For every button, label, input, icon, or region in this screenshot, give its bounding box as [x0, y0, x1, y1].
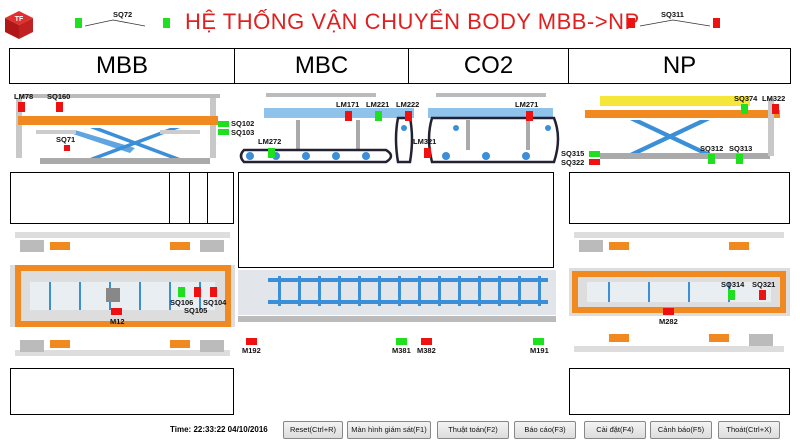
label-lm321: LM321	[413, 137, 437, 146]
mbb-rail-top	[10, 228, 235, 256]
sensor-label-sq311: SQ311	[661, 10, 684, 19]
time-display: Time: 22:33:22 04/10/2016	[170, 425, 268, 434]
sensor-sq72-left	[75, 18, 82, 28]
sensor-sq311-left	[628, 18, 635, 28]
mbb-panel-divider-1	[169, 173, 170, 223]
label-sq313: SQ313	[729, 144, 753, 153]
motor-m191-indicator	[533, 338, 544, 345]
label-lm78: LM78	[14, 92, 34, 101]
company-logo: TF	[4, 10, 34, 40]
np-rail-top	[569, 228, 790, 256]
section-header-mbb[interactable]: MBB	[9, 48, 235, 84]
mbc-info-panel	[238, 172, 554, 268]
sensor-lm321	[424, 148, 431, 158]
motor-m282-indicator	[663, 308, 674, 315]
label-m12: M12	[110, 317, 125, 326]
exit-button[interactable]: Thoát(Ctrl+X)	[718, 421, 780, 439]
label-sq160: SQ160	[47, 92, 71, 101]
label-m192: M192	[242, 346, 261, 355]
label-sq322: SQ322	[561, 158, 585, 167]
motor-m12-indicator	[111, 308, 122, 315]
algorithm-button[interactable]: Thuật toán(F2)	[437, 421, 509, 439]
mbb-info-panel-bottom	[10, 368, 234, 415]
app-title: HỆ THỐNG VẬN CHUYỂN BODY MBB->NP	[185, 9, 640, 34]
time-value: 22:33:22 04/10/2016	[193, 425, 268, 434]
label-lm272: LM272	[258, 137, 282, 146]
sensor-sq160	[56, 102, 63, 112]
time-label: Time:	[170, 425, 192, 434]
label-sq105: SQ105	[184, 306, 208, 315]
sensor-sq103	[218, 129, 229, 135]
section-header-co2[interactable]: CO2	[408, 48, 569, 84]
label-sq374: SQ374	[734, 94, 758, 103]
sensor-sq72-right	[163, 18, 170, 28]
label-sq103: SQ103	[231, 128, 255, 137]
np-rail-bottom	[569, 330, 790, 364]
motor-m382-indicator	[421, 338, 432, 345]
sensor-line-sq311	[639, 15, 711, 27]
sensor-sq374	[741, 104, 748, 114]
sensor-sq322	[589, 159, 600, 165]
label-lm271: LM271	[515, 100, 539, 109]
sensor-lm222	[405, 111, 412, 121]
mbb-panel-divider-2	[189, 173, 190, 223]
mbb-info-panel-top	[10, 172, 234, 224]
mbc-co2-conveyor	[236, 88, 568, 170]
motor-m192-indicator	[246, 338, 257, 345]
sensor-lm78	[18, 102, 25, 112]
section-header-np[interactable]: NP	[568, 48, 791, 84]
mbb-rail-bottom	[10, 336, 235, 366]
label-m191: M191	[530, 346, 549, 355]
label-lm221: LM221	[366, 100, 390, 109]
sensor-lm221	[375, 111, 382, 121]
label-m282: M282	[659, 317, 678, 326]
label-sq106: SQ106	[170, 298, 194, 307]
label-sq102: SQ102	[231, 119, 255, 128]
label-m382: M382	[417, 346, 436, 355]
sensor-sq106	[178, 287, 185, 297]
sensor-sq311-right	[713, 18, 720, 28]
sensor-sq314	[728, 290, 735, 300]
np-info-panel-bottom	[569, 368, 790, 415]
settings-button[interactable]: Cài đặt(F4)	[584, 421, 646, 439]
sensor-line-sq72	[84, 15, 146, 27]
mbb-panel-divider-3	[207, 173, 208, 223]
label-sq314: SQ314	[721, 280, 745, 289]
sensor-lm171	[345, 111, 352, 121]
label-lm222: LM222	[396, 100, 420, 109]
label-lm171: LM171	[336, 100, 360, 109]
np-lift-station	[580, 88, 790, 168]
sensor-sq315	[589, 151, 600, 157]
sensor-sq105	[194, 287, 201, 297]
label-sq71: SQ71	[56, 135, 76, 144]
label-sq321: SQ321	[752, 280, 776, 289]
mbb-lift-station	[10, 88, 235, 168]
sensor-label-sq72: SQ72	[113, 10, 133, 19]
sensor-sq104	[210, 287, 217, 297]
alarm-button[interactable]: Cảnh báo(F5)	[650, 421, 712, 439]
sensor-lm271	[526, 111, 533, 121]
sensor-lm272	[268, 148, 275, 158]
np-info-panel-top	[569, 172, 790, 224]
reset-button[interactable]: Reset(Ctrl+R)	[283, 421, 343, 439]
motor-m381-indicator	[396, 338, 407, 345]
np-conveyor-plan	[569, 268, 790, 316]
sensor-sq313	[736, 154, 743, 164]
label-sq312: SQ312	[700, 144, 724, 153]
label-sq104: SQ104	[203, 298, 227, 307]
sensor-lm322	[772, 104, 779, 114]
sensor-sq321	[759, 290, 766, 300]
svg-text:TF: TF	[15, 16, 24, 23]
sensor-sq71	[64, 145, 70, 151]
monitor-screen-button[interactable]: Màn hình giám sát(F1)	[347, 421, 431, 439]
mbc-roller-conveyor	[238, 270, 556, 325]
report-button[interactable]: Báo cáo(F3)	[514, 421, 576, 439]
section-header-mbc[interactable]: MBC	[234, 48, 409, 84]
label-lm322: LM322	[762, 94, 786, 103]
sensor-sq312	[708, 154, 715, 164]
label-sq315: SQ315	[561, 149, 585, 158]
label-m381: M381	[392, 346, 411, 355]
sensor-sq102	[218, 121, 229, 127]
